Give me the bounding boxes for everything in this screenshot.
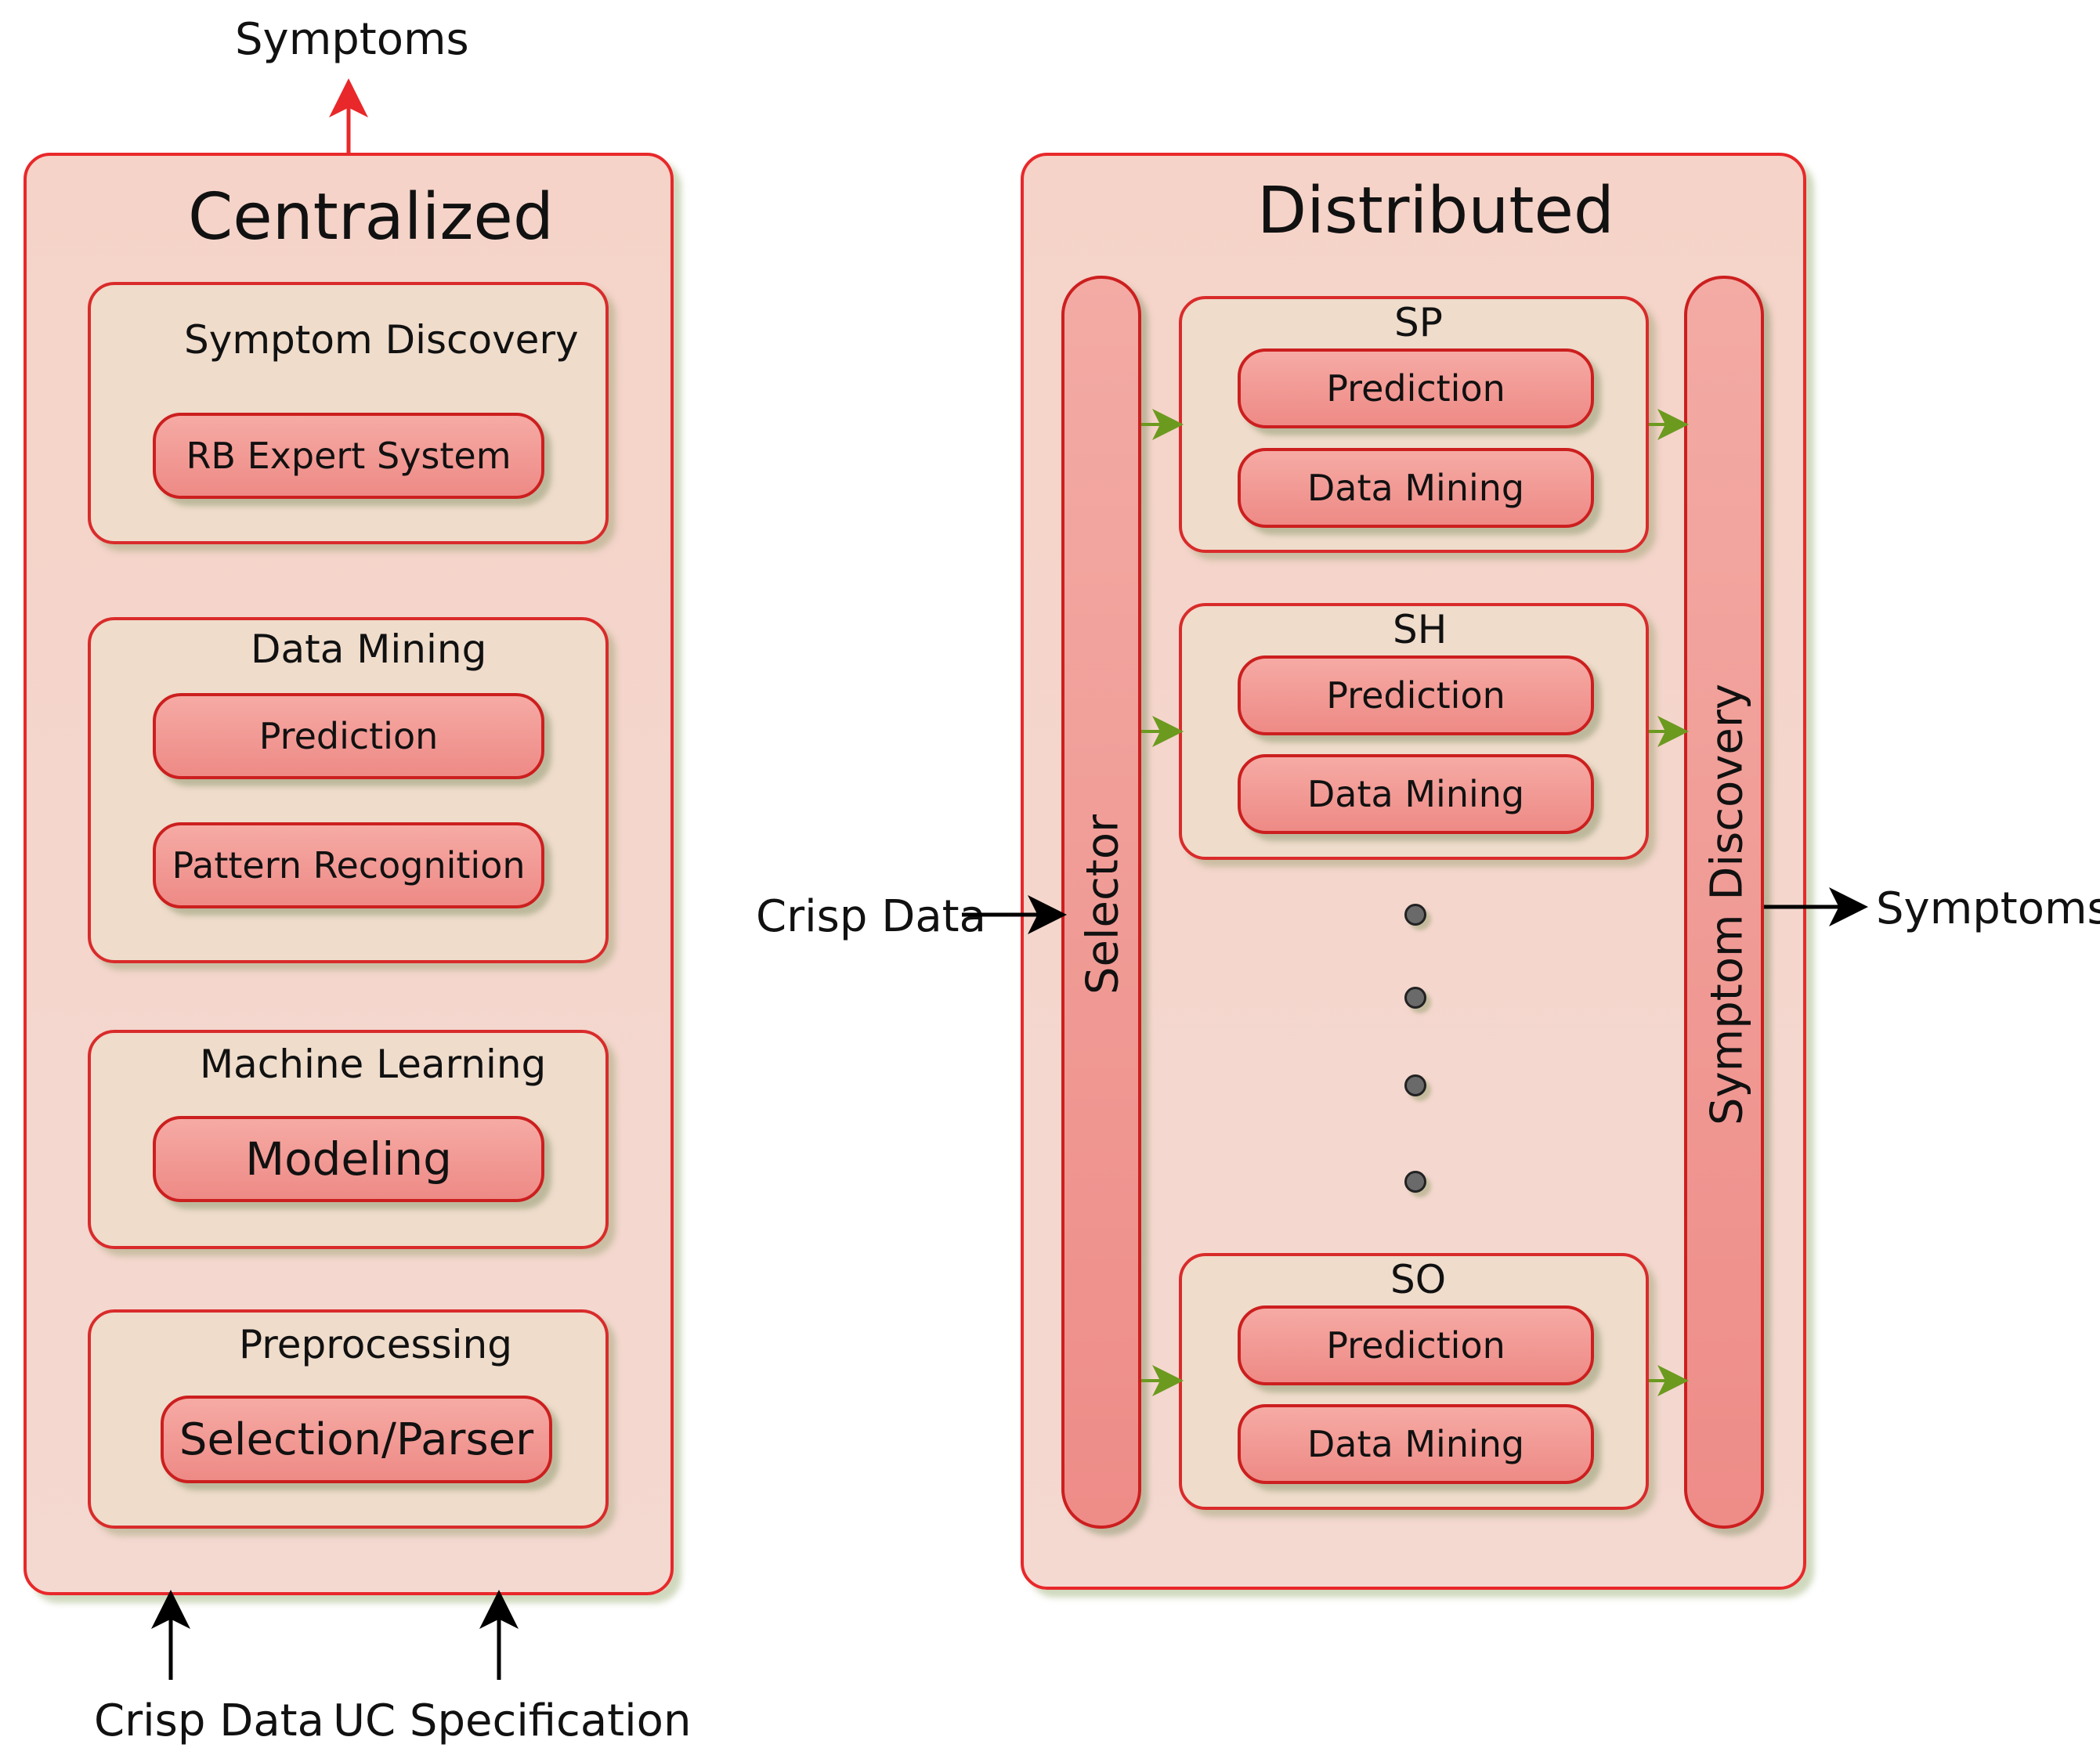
distributed-input-label: Crisp Data (756, 891, 986, 942)
ellipsis-dot (1404, 987, 1426, 1009)
sp-prediction-box: Prediction (1238, 348, 1594, 428)
ellipsis-dot (1404, 1074, 1426, 1096)
so-prediction-box: Prediction (1238, 1305, 1594, 1385)
sh-prediction-box: Prediction (1238, 655, 1594, 735)
prediction-box: Prediction (153, 693, 544, 779)
ellipsis-dot (1404, 904, 1426, 926)
group-sh-title: SH (1393, 607, 1448, 652)
centralized-output-label: Symptoms (235, 14, 469, 65)
selection-parser-box: Selection/Parser (161, 1396, 552, 1483)
sp-data-mining-box: Data Mining (1238, 448, 1594, 528)
distributed-output-label: Symptoms (1876, 883, 2100, 934)
centralized-input-crisp-data: Crisp Data (94, 1695, 324, 1746)
so-data-mining-box: Data Mining (1238, 1404, 1594, 1484)
distributed-title: Distributed (1257, 174, 1614, 248)
group-so-title: SO (1390, 1257, 1447, 1302)
group-sp-title: SP (1394, 300, 1443, 345)
modeling-box: Modeling (153, 1116, 544, 1202)
symptom-discovery-bar (1684, 276, 1764, 1529)
centralized-input-uc-specification: UC Specification (333, 1695, 692, 1746)
rb-expert-system-box: RB Expert System (153, 413, 544, 499)
group-preprocessing-title: Preprocessing (239, 1322, 512, 1367)
sh-data-mining-box: Data Mining (1238, 754, 1594, 834)
group-symptom-discovery-title: Symptom Discovery (184, 317, 579, 363)
pattern-recognition-box: Pattern Recognition (153, 822, 544, 908)
selector-bar (1061, 276, 1141, 1529)
ellipsis-dot (1404, 1171, 1426, 1193)
centralized-title: Centralized (188, 180, 554, 255)
group-machine-learning-title: Machine Learning (200, 1042, 547, 1087)
group-data-mining-title: Data Mining (251, 627, 487, 672)
